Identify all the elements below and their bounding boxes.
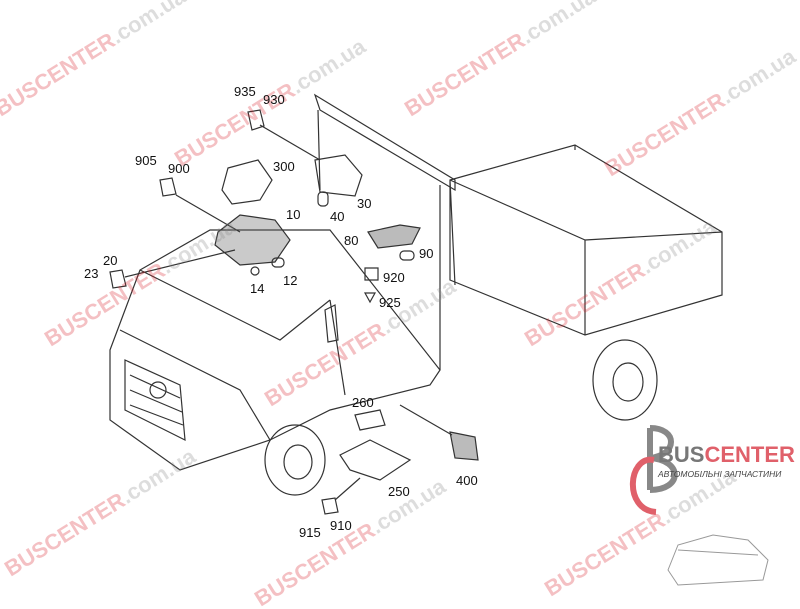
callout-40: 40 — [330, 209, 345, 224]
part-925 — [363, 292, 377, 304]
callout-935: 935 — [234, 84, 256, 99]
front-hub — [283, 444, 313, 480]
cargo-bed — [449, 144, 723, 336]
callout-10: 10 — [286, 207, 301, 222]
part-260 — [354, 409, 386, 431]
callout-260: 260 — [352, 395, 374, 410]
callout-900: 900 — [168, 161, 190, 176]
part-40 — [317, 191, 329, 207]
part-80 — [367, 224, 421, 249]
part-14 — [250, 266, 260, 276]
part-250 — [339, 439, 412, 481]
wire-910 — [334, 477, 361, 501]
cab-body — [109, 229, 441, 471]
mirror — [324, 304, 339, 343]
callout-12: 12 — [283, 273, 298, 288]
callout-925: 925 — [379, 295, 401, 310]
grille — [124, 359, 186, 442]
part-20 — [109, 269, 127, 289]
part-920 — [364, 267, 379, 281]
wire-20 — [124, 249, 236, 278]
part-930 — [247, 109, 265, 131]
callout-300: 300 — [273, 159, 295, 174]
part-10 — [214, 214, 291, 266]
logo-subtitle: АВТОМОБІЛЬНІ ЗАПЧАСТИНИ — [658, 469, 782, 479]
rear-hub — [612, 362, 644, 402]
wire-400 — [399, 404, 453, 436]
callout-30: 30 — [357, 196, 372, 211]
logo-name: BUSCENTER — [658, 442, 795, 467]
part-400 — [449, 431, 479, 461]
logo-bc-mark — [629, 425, 769, 586]
wire-930 — [259, 124, 321, 161]
callout-20: 20 — [103, 253, 118, 268]
rear-wheel — [592, 339, 658, 421]
callout-80: 80 — [344, 233, 359, 248]
part-30 — [314, 154, 363, 197]
callout-910: 910 — [330, 518, 352, 533]
callout-250: 250 — [388, 484, 410, 499]
part-90 — [399, 250, 415, 261]
wire-900 — [175, 194, 241, 233]
buscenter-logo: BUSCENTER АВТОМОБІЛЬНІ ЗАПЧАСТИНИ — [618, 420, 800, 609]
callout-400: 400 — [456, 473, 478, 488]
callout-14: 14 — [250, 281, 265, 296]
front-wheel — [264, 424, 326, 496]
callout-930: 930 — [263, 92, 285, 107]
part-12 — [271, 257, 285, 268]
part-300 — [221, 159, 273, 205]
callout-905: 905 — [135, 153, 157, 168]
part-900 — [159, 177, 177, 197]
callout-915: 915 — [299, 525, 321, 540]
mercedes-star — [149, 381, 167, 399]
callout-90: 90 — [419, 246, 434, 261]
part-910 — [321, 497, 339, 515]
callout-23: 23 — [84, 266, 99, 281]
headboard — [313, 93, 456, 370]
callout-920: 920 — [383, 270, 405, 285]
